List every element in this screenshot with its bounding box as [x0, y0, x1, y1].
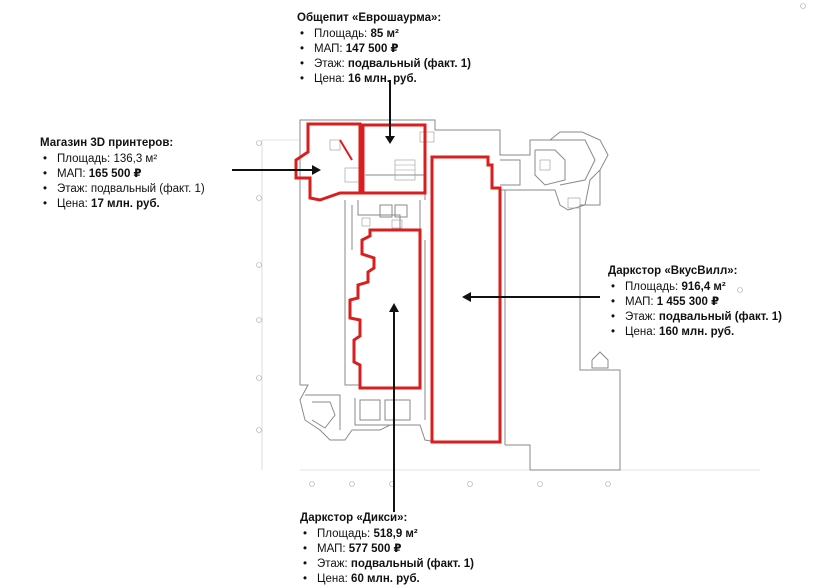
card-item-price: Цена: 16 млн. руб.	[297, 72, 471, 87]
highlighted-zones	[294, 122, 502, 444]
fixtures	[329, 131, 581, 229]
card-item-area: Площадь: 518,9 м²	[300, 527, 474, 542]
card-item-floor: Этаж: подвальный (факт. 1)	[40, 182, 205, 197]
arrow-head-printers	[312, 165, 321, 175]
zone-dixi	[348, 228, 422, 390]
arrow-head-vkusvill	[462, 292, 471, 302]
card-title: Магазин 3D принтеров:	[40, 137, 174, 149]
arrow-head-evroshaurma	[385, 136, 395, 144]
zone-vkusvill	[430, 155, 502, 444]
building-outline	[299, 119, 621, 471]
card-item-price: Цена: 17 млн. руб.	[40, 197, 205, 212]
card-dixi: Даркстор «Дикси»: Площадь: 518,9 м² МАП:…	[300, 511, 474, 587]
card-item-price: Цена: 60 млн. руб.	[300, 572, 474, 587]
arrow-head-dixi	[389, 303, 399, 312]
card-item-price: Цена: 160 млн. руб.	[608, 325, 782, 340]
card-item-area: Площадь: 136,3 м²	[40, 152, 205, 167]
axis-markers	[256, 3, 806, 487]
card-item-map: МАП: 577 500 ₽	[300, 542, 474, 557]
card-item-map: МАП: 147 500 ₽	[297, 42, 471, 57]
card-item-floor: Этаж: подвальный (факт. 1)	[300, 557, 474, 572]
card-list: Площадь: 916,4 м² МАП: 1 455 300 ₽ Этаж:…	[608, 280, 782, 340]
card-item-map: МАП: 165 500 ₽	[40, 167, 205, 182]
pointer-arrows	[232, 80, 600, 512]
card-item-floor: Этаж: подвальный (факт. 1)	[608, 310, 782, 325]
card-list: Площадь: 136,3 м² МАП: 165 500 ₽ Этаж: п…	[40, 152, 205, 212]
card-printers: Магазин 3D принтеров: Площадь: 136,3 м² …	[40, 136, 205, 212]
card-evroshaurma: Общепит «Еврошаурма»: Площадь: 85 м² МАП…	[297, 11, 471, 87]
zone-evroshaurma	[361, 123, 427, 195]
card-list: Площадь: 85 м² МАП: 147 500 ₽ Этаж: подв…	[297, 27, 471, 87]
card-title: Даркстор «Дикси»:	[300, 512, 408, 524]
card-title: Общепит «Еврошаурма»:	[297, 12, 442, 24]
card-item-floor: Этаж: подвальный (факт. 1)	[297, 57, 471, 72]
card-item-map: МАП: 1 455 300 ₽	[608, 295, 782, 310]
zone-printers	[294, 122, 362, 202]
card-item-area: Площадь: 85 м²	[297, 27, 471, 42]
card-list: Площадь: 518,9 м² МАП: 577 500 ₽ Этаж: п…	[300, 527, 474, 587]
card-item-area: Площадь: 916,4 м²	[608, 280, 782, 295]
card-title: Даркстор «ВкусВилл»:	[608, 265, 738, 277]
card-vkusvill: Даркстор «ВкусВилл»: Площадь: 916,4 м² М…	[608, 264, 782, 340]
